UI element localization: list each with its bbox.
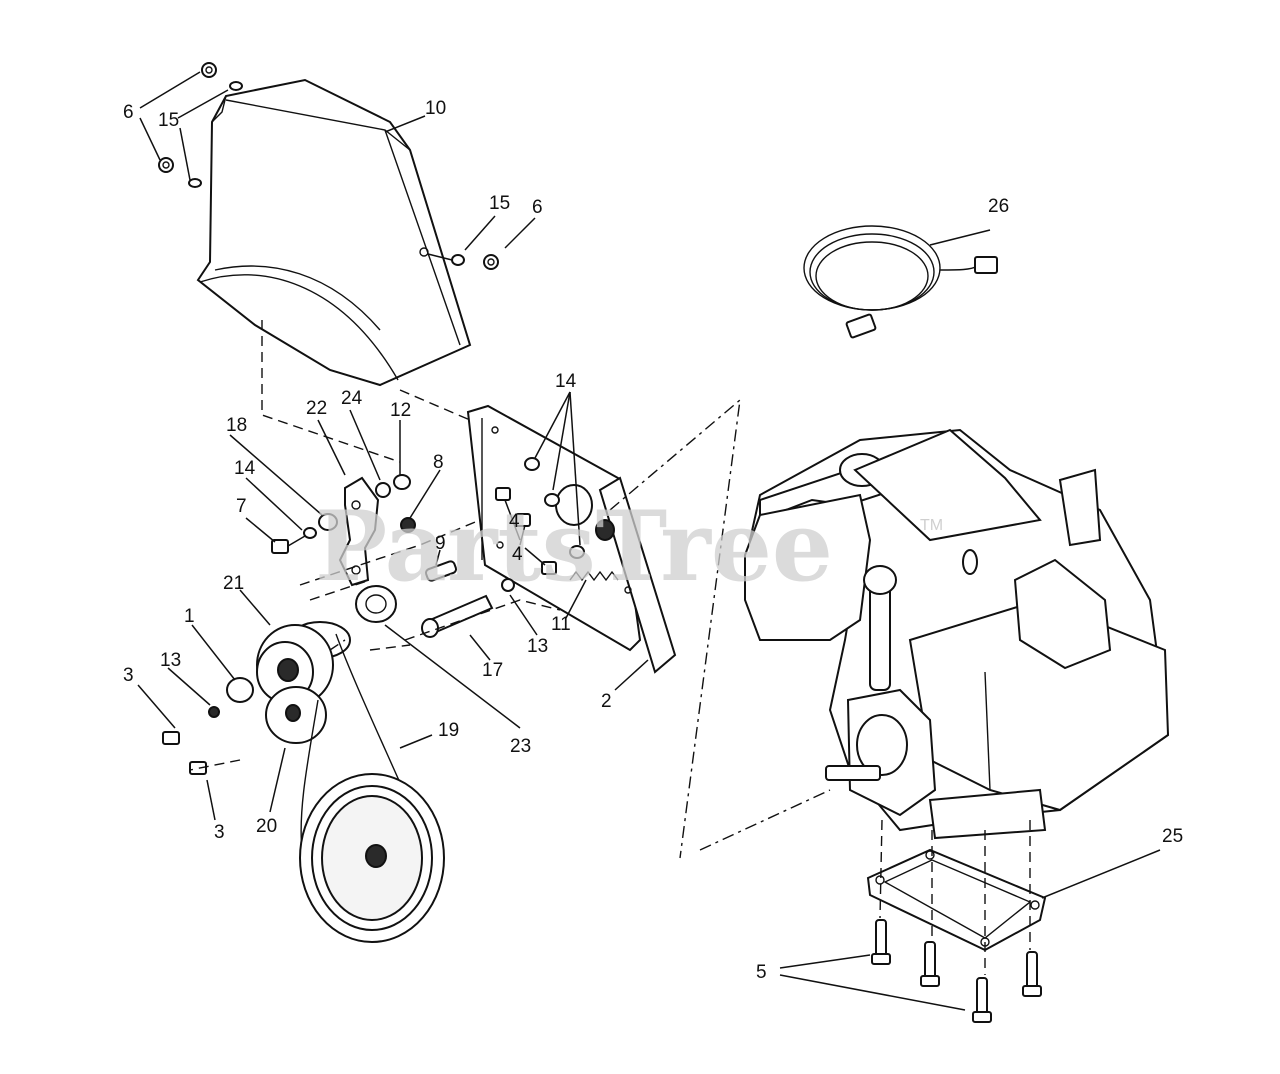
callout-9: 9 [435, 533, 446, 554]
spring-part [569, 570, 619, 582]
callout-14-left: 14 [234, 458, 256, 479]
callout-6-right: 6 [532, 197, 543, 218]
callout-2: 2 [601, 691, 612, 712]
callout-25: 25 [1162, 826, 1183, 847]
callout-7: 7 [236, 496, 247, 517]
plate-fasteners [495, 457, 585, 575]
engine-part [744, 428, 1170, 840]
alignment-lines [189, 320, 1031, 975]
callout-26: 26 [988, 196, 1009, 217]
callout-6-top: 6 [123, 102, 134, 123]
callout-15-top: 15 [158, 110, 179, 131]
callout-4-lower: 4 [512, 544, 523, 565]
callout-5: 5 [756, 962, 767, 983]
callout-13-right: 13 [527, 636, 548, 657]
callout-10: 10 [425, 98, 446, 119]
engine-mount-bolts [871, 919, 1042, 1023]
callout-23: 23 [510, 736, 531, 757]
idler-bracket-part [338, 476, 380, 587]
callout-13-left: 13 [160, 650, 181, 671]
callout-19: 19 [438, 720, 459, 741]
callout-24: 24 [341, 388, 363, 409]
mounting-plate-part [466, 404, 677, 674]
callout-11: 11 [551, 614, 571, 635]
gasket-part [866, 848, 1047, 952]
callout-15-right: 15 [489, 193, 510, 214]
idler-washers [271, 474, 416, 554]
power-cord-part [803, 225, 998, 339]
callout-20: 20 [256, 816, 277, 837]
callout-4-upper: 4 [509, 511, 520, 532]
callout-14-right: 14 [555, 371, 577, 392]
callout-18: 18 [226, 415, 247, 436]
belt-cover-part [196, 78, 472, 387]
callout-17: 17 [482, 660, 503, 681]
spacer-part [355, 585, 397, 623]
belt-and-driven-pulley [299, 633, 445, 943]
callout-3-bottom: 3 [214, 822, 225, 843]
watermark-trademark: TM [920, 517, 943, 534]
leader-lines [137, 71, 1161, 1011]
callout-8: 8 [433, 452, 444, 473]
callout-3-left: 3 [123, 665, 134, 686]
callout-1: 1 [184, 606, 195, 627]
callout-labels: 6 15 10 15 6 26 14 22 24 12 18 8 14 7 4 … [123, 98, 1183, 983]
watermark-text: PartsTree [315, 490, 833, 603]
callout-12: 12 [390, 400, 411, 421]
cover-bolts [158, 62, 499, 270]
engine-pulley-part [162, 621, 351, 775]
callout-22: 22 [306, 398, 327, 419]
callout-21: 21 [223, 573, 244, 594]
